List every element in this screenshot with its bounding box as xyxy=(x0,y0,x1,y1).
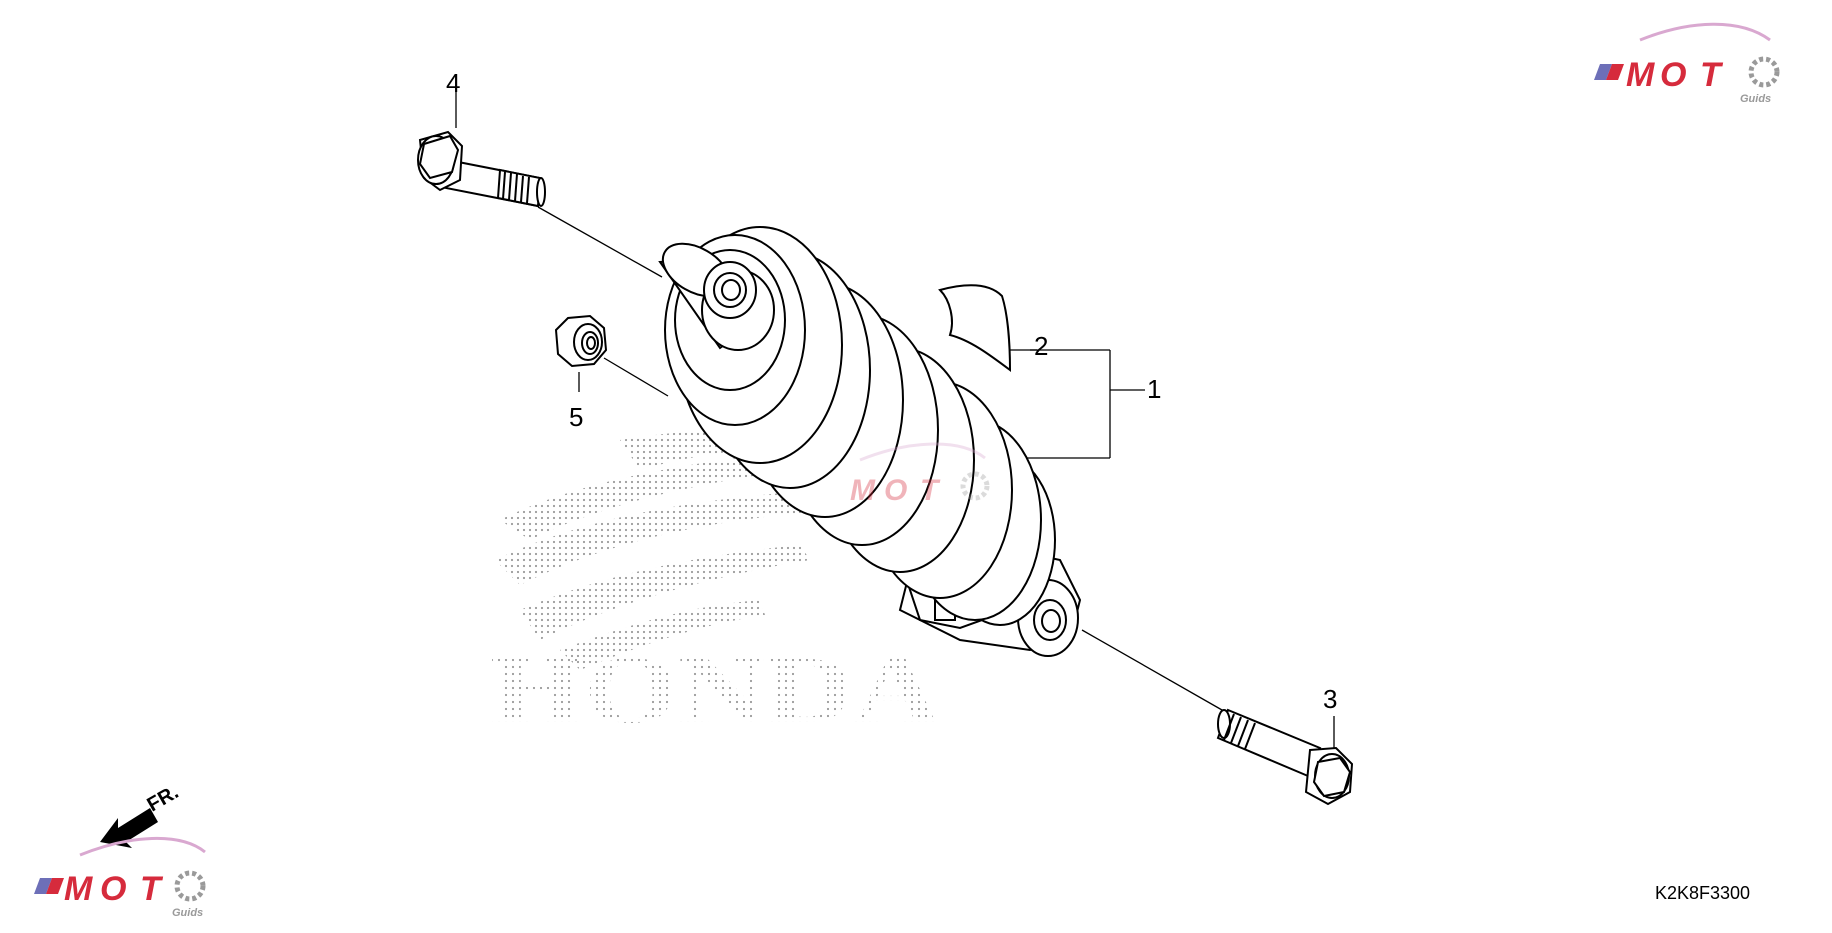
bolt-upper xyxy=(417,130,546,208)
watermark-letter-o: O xyxy=(1660,56,1686,94)
site-watermark-top-right: M O T Guids xyxy=(1594,22,1780,105)
front-direction-arrow-icon xyxy=(100,808,158,848)
watermark-letter-t-3: T xyxy=(920,474,941,507)
shock-absorber xyxy=(658,226,1082,657)
watermark-letter-m: M xyxy=(1626,56,1655,94)
callout-5: 5 xyxy=(569,402,583,432)
callout-2: 2 xyxy=(1034,331,1048,361)
gear-icon-3 xyxy=(960,471,990,501)
nut xyxy=(554,314,608,368)
site-watermark-bottom-left: M O T Guids xyxy=(34,837,206,919)
site-watermark-center: M O T xyxy=(850,442,990,507)
callout-4: 4 xyxy=(446,68,460,98)
watermark-letter-o-2: O xyxy=(100,870,126,908)
watermark-tagline: Guids xyxy=(1740,93,1771,105)
leader-lines xyxy=(455,82,1335,752)
watermark-letter-m-3: M xyxy=(850,474,876,507)
callout-1: 1 xyxy=(1147,374,1161,404)
watermark-tagline-2: Guids xyxy=(172,907,203,919)
watermark-letter-t: T xyxy=(1700,56,1724,94)
watermark-letter-t-2: T xyxy=(140,870,164,908)
part-code: K2K8F3300 xyxy=(1655,883,1750,903)
watermark-letter-m-2: M xyxy=(64,870,93,908)
gear-icon xyxy=(1748,56,1780,88)
watermark-letter-o-3: O xyxy=(884,474,907,507)
label-sticker xyxy=(938,284,1012,373)
callout-3: 3 xyxy=(1323,684,1337,714)
bolt-lower xyxy=(1216,708,1354,806)
honda-text-watermark: HONDA xyxy=(490,636,940,743)
gear-icon-2 xyxy=(174,870,206,902)
